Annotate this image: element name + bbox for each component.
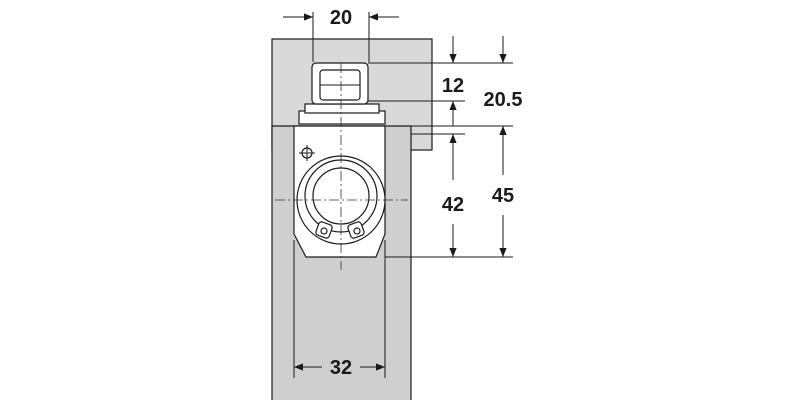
dim-upper-total: 20.5 bbox=[484, 89, 523, 111]
dim-top-width: 20 bbox=[330, 7, 352, 29]
dim-bottom-width: 32 bbox=[330, 357, 352, 379]
mounting-plate-inner bbox=[304, 103, 380, 114]
crosshair-icon bbox=[299, 145, 315, 161]
adjustment-screw-left bbox=[315, 221, 333, 239]
dim-upper-height: 12 bbox=[442, 75, 464, 97]
adjustment-screw-right bbox=[347, 221, 365, 239]
dim-body-total: 45 bbox=[492, 185, 514, 207]
dim-body-height: 42 bbox=[442, 194, 464, 216]
